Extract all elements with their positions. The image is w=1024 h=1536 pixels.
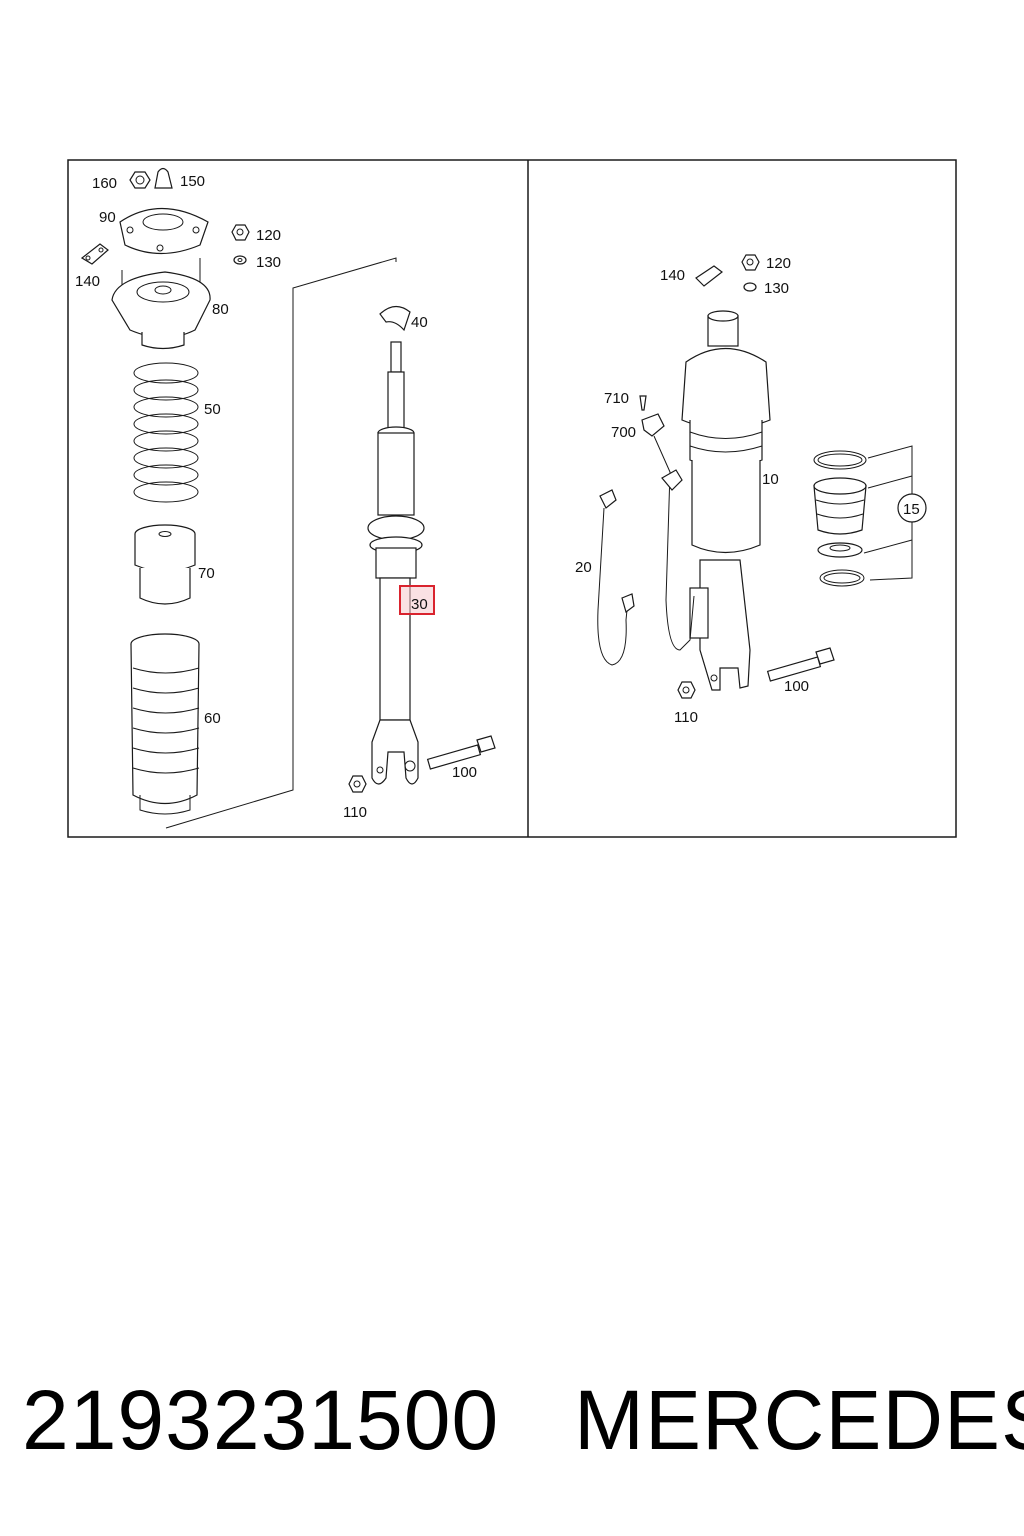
callout-10: 10 [762,471,779,488]
nut-110-right-icon [677,681,696,699]
nut-110-icon [348,775,367,793]
callout-100-right: 100 [784,678,809,695]
sensor-cable-20-icon [597,489,635,666]
callout-circle-15 [897,493,927,523]
bracket-140-right-icon [695,265,723,287]
callout-70: 70 [198,565,215,582]
callout-710: 710 [604,390,629,407]
callout-110-right: 110 [674,709,698,726]
dust-boot-60-icon [130,633,200,815]
callout-90: 90 [99,209,116,226]
assembly-bracket-line [165,257,397,829]
diagram-frame [67,159,957,838]
part-number: 2193231500 [22,1373,500,1467]
nut-120-right-icon [741,254,760,271]
valve-700-icon [641,413,665,437]
top-mount-90-icon [119,207,209,254]
seal-kit-15-icon [813,445,927,587]
nut-120-icon [231,224,250,241]
callout-80: 80 [212,301,229,318]
cap-150-icon [154,167,173,189]
air-strut-10-icon [681,310,771,691]
bump-stop-70-icon [134,524,196,605]
washer-130-icon [233,255,247,265]
highlight-box-30 [399,585,435,615]
callout-15: 15 [903,501,920,518]
callout-140: 140 [75,273,100,290]
nut-160-icon [129,171,151,189]
harness-700-icon [653,435,695,651]
callout-50: 50 [204,401,221,418]
callout-120: 120 [256,227,281,244]
shock-absorber-30-icon [367,341,425,785]
callout-20: 20 [575,559,592,576]
washer-130-right-icon [743,282,757,292]
callout-140-right: 140 [660,267,685,284]
bracket-140-icon [80,243,109,265]
brand-name: MERCEDES [574,1373,1024,1467]
callout-30: 30 [411,596,428,613]
clip-40-icon [379,305,411,332]
callout-150: 150 [180,173,205,190]
callout-100: 100 [452,764,477,781]
callout-60: 60 [204,710,221,727]
coil-spring-50-icon [133,362,199,503]
strut-mount-80-icon [111,258,211,350]
callout-130: 130 [256,254,281,271]
callout-120-right: 120 [766,255,791,272]
callout-40: 40 [411,314,428,331]
bolt-100-icon [426,735,496,770]
valve-710-icon [639,395,647,411]
callout-110: 110 [343,804,367,821]
callout-130-right: 130 [764,280,789,297]
callout-160: 160 [92,175,117,192]
bolt-100-right-icon [766,647,835,682]
callout-700: 700 [611,424,636,441]
